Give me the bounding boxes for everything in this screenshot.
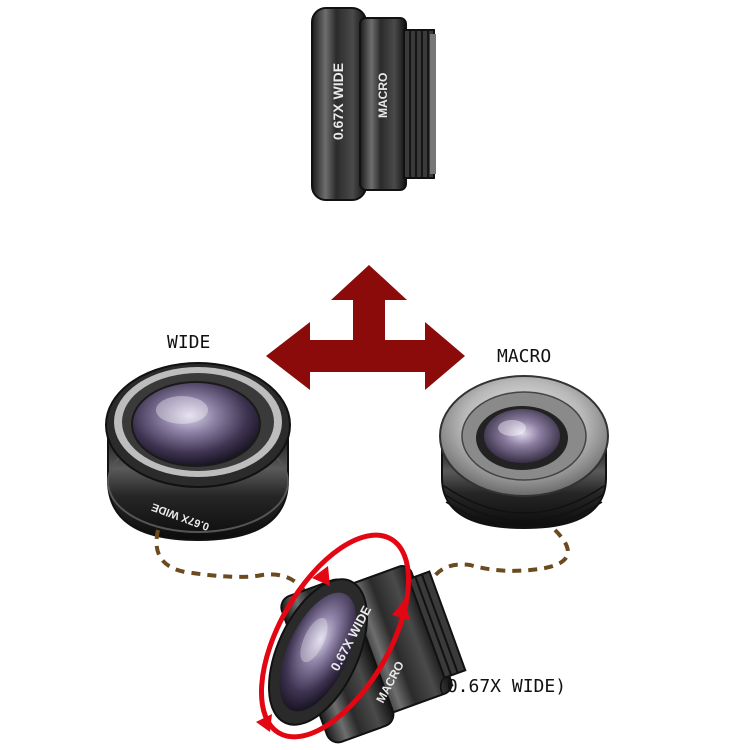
top-combined-lens: 0.67X WIDE MACRO [311,7,436,201]
dashed-path-right [422,528,570,601]
dashed-path-left [154,529,314,606]
top-macro-engraving: MACRO [376,73,390,118]
three-way-arrow-icon [266,265,465,390]
rotation-ring-icon [256,532,412,740]
wide-lens: 0.67X WIDE [105,362,291,542]
combined-lens-label: (0.67X WIDE) [436,676,566,697]
macro-label: MACRO [497,346,551,367]
wide-label: WIDE [167,332,210,353]
macro-lens [439,375,609,530]
top-wide-engraving: 0.67X WIDE [330,63,346,140]
combined-lens: 0.67X WIDE MACRO [268,565,467,744]
